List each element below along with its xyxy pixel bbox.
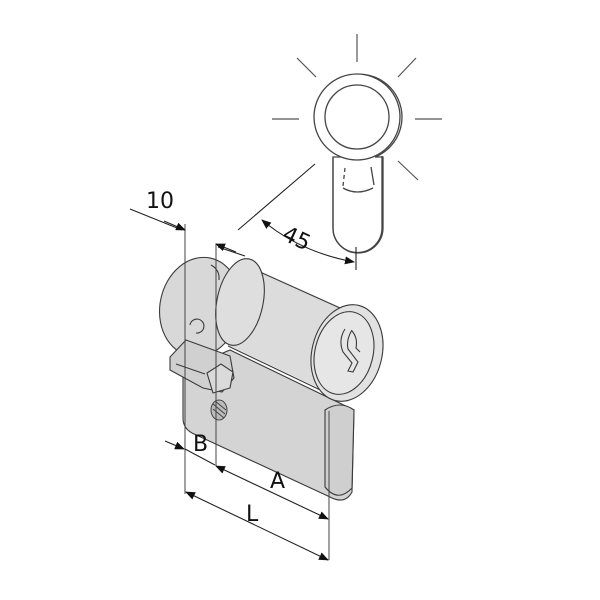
dimension-l: [185, 491, 329, 561]
dimension-10-label: 10: [146, 189, 174, 214]
dimension-l-label: L: [246, 502, 259, 527]
cam: [169, 264, 235, 394]
angle-dimension-45: [237, 163, 357, 270]
dimension-10: [129, 208, 246, 257]
keyhole-profile-view: [313, 73, 403, 254]
angle-label: 45: [278, 222, 314, 256]
light-rays: [272, 34, 442, 181]
fixing-screw-hole: [210, 399, 228, 421]
key-slot: [340, 328, 361, 373]
cylinder-body: [158, 256, 384, 501]
dimension-b-label: B: [193, 432, 208, 457]
dimension-a-label: A: [270, 469, 285, 494]
